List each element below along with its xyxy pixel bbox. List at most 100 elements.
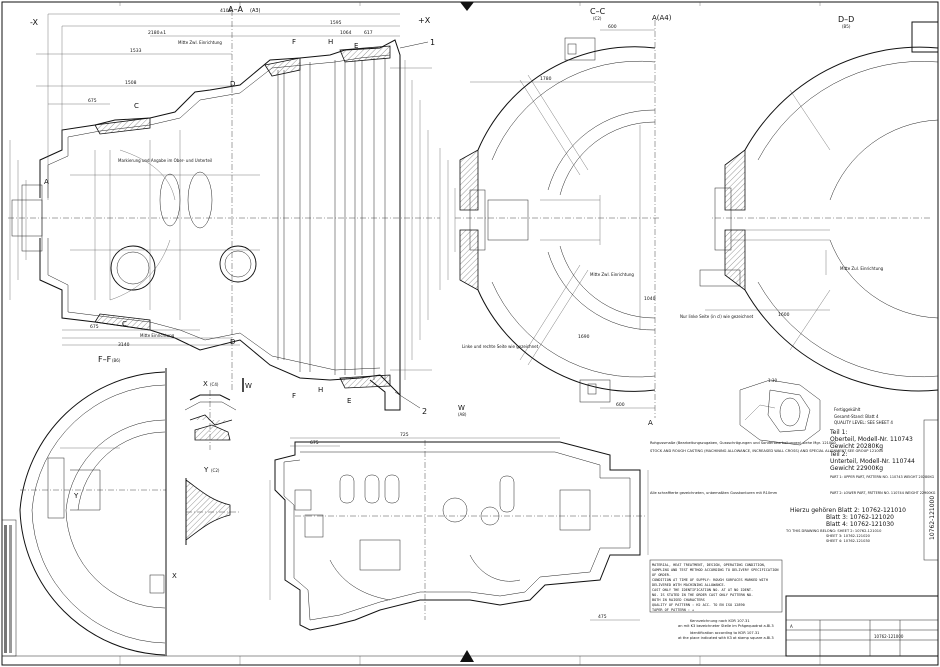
w-marker: W [245, 382, 252, 390]
svg-text:Fertiggekühlt: Fertiggekühlt [834, 407, 861, 412]
svg-text:TO THIS DRAWING BELONG: SHEET: TO THIS DRAWING BELONG: SHEET 2: 10762-1… [785, 529, 882, 533]
svg-text:E: E [354, 42, 358, 50]
top-center-mark [460, 2, 474, 11]
svg-text:600: 600 [608, 24, 617, 30]
svg-text:SHEET 4: 10762-121030: SHEET 4: 10762-121030 [826, 539, 871, 543]
svg-text:D: D [230, 338, 235, 346]
svg-text:Teil 1:: Teil 1: [829, 429, 847, 436]
svg-text:1690: 1690 [578, 334, 590, 340]
notes-block: Rohgussmaße (Bearbeitungszugaben, Gusssc… [650, 441, 884, 495]
svg-text:1:30: 1:30 [768, 378, 777, 383]
dimension-texts-aa: 4106 1595 1064 2180±1 1533 1508 675 617 … [88, 8, 373, 348]
svg-text:4106: 4106 [220, 8, 232, 14]
dimension-texts-cc: 600 1780 1690 600 1040 [540, 24, 656, 408]
svg-text:E: E [347, 397, 351, 405]
svg-text:QUALITY LEVEL: SEE SHEET 4: QUALITY LEVEL: SEE SHEET 4 [834, 420, 893, 425]
identification-notes: Kennzeichnung nach KOR 107.31 an mit K3 … [678, 619, 774, 640]
detail-y [185, 478, 240, 545]
y-sub: (C2) [211, 468, 220, 473]
svg-text:2180±1: 2180±1 [148, 30, 166, 36]
callout-1: 1 [430, 38, 435, 47]
detail-x [184, 390, 237, 450]
y-title: Y [203, 466, 209, 474]
dd-dim: 1600 [778, 312, 790, 318]
a-a-sub: (A3) [250, 8, 261, 14]
svg-text:Blatt 4: 10762-121030: Blatt 4: 10762-121030 [826, 521, 894, 528]
svg-text:675: 675 [90, 324, 99, 330]
svg-text:C: C [134, 102, 139, 110]
right-drawing-number: 10762-121000 [923, 419, 939, 561]
svg-text:at the place indicated with K3: at the place indicated with K3 at stamp … [678, 636, 774, 640]
title-block: 10762-121000 A [785, 595, 939, 657]
view-c-c [439, 20, 660, 418]
svg-text:SAMPLING AND TEST METHOD ACCOR: SAMPLING AND TEST METHOD ACCORDING TO DE… [652, 568, 778, 572]
view-a-a [8, 10, 440, 411]
svg-text:Kennzeichnung nach KOR 107.31: Kennzeichnung nach KOR 107.31 [690, 619, 750, 623]
svg-text:A(A4): A(A4) [652, 14, 672, 22]
svg-text:1595: 1595 [330, 20, 342, 26]
svg-text:600: 600 [616, 402, 625, 408]
svg-text:MATERIAL, HEAT TREATMENT, DESI: MATERIAL, HEAT TREATMENT, DESIGN, OPERAT… [652, 563, 766, 567]
svg-text:3140: 3140 [118, 342, 130, 348]
x-sub: (C4) [210, 382, 219, 387]
svg-text:475: 475 [598, 614, 607, 620]
svg-text:PART 2: LOWER PART, PATTERN NO: PART 2: LOWER PART, PATTERN NO. 110744 W… [830, 491, 936, 495]
note-mitte-zul: Mitte Zul. Einrichtung [840, 266, 884, 271]
svg-text:H: H [318, 386, 323, 394]
left-margin-text [4, 525, 12, 653]
svg-text:C: C [122, 320, 127, 328]
svg-text:Identification according to KO: Identification according to KOR 107.31 [690, 631, 759, 635]
svg-text:Gesamt-Stand: Blatt 4: Gesamt-Stand: Blatt 4 [834, 414, 879, 419]
c-c-sub: (C2) [593, 16, 602, 21]
note-mitte-zwl: Mitte Zwl. Einrichtung [178, 40, 222, 45]
bottom-center-mark [460, 650, 474, 662]
w-sub: (A8) [458, 412, 467, 417]
svg-text:A: A [790, 624, 793, 629]
border-ticks [119, 2, 821, 665]
part-info: Fertiggekühlt Gesamt-Stand: Blatt 4 QUAL… [785, 407, 936, 543]
section-letters: A C C D D E E F F H H W A(A4) A [44, 14, 672, 427]
svg-text:675: 675 [310, 440, 319, 446]
svg-text:Gewicht 20280Kg: Gewicht 20280Kg [830, 443, 883, 450]
svg-text:675: 675 [88, 98, 97, 104]
svg-text:STOCK AND ROUGH CASTING (MACHI: STOCK AND ROUGH CASTING (MACHINING ALLOW… [650, 449, 884, 453]
svg-text:Hierzu gehören Blatt 2: 10762-: Hierzu gehören Blatt 2: 10762-121010 [790, 507, 906, 514]
d-d-sub: (B5) [842, 24, 851, 29]
svg-text:A: A [44, 178, 49, 186]
note-nur-linke: Nur linke Seite (in cl) wie gezeichnet [680, 314, 754, 319]
svg-text:1040: 1040 [644, 296, 656, 302]
plus-x-label: +X [418, 16, 431, 25]
c-c-title: C–C [590, 7, 606, 16]
d-d-title: D–D [838, 15, 854, 24]
svg-text:A: A [648, 419, 653, 427]
svg-text:SHEET 3: 10762-121020: SHEET 3: 10762-121020 [826, 534, 871, 538]
svg-text:Rohgussmaße (Bearbeitungszugab: Rohgussmaße (Bearbeitungszugaben, Gusssc… [650, 441, 836, 445]
svg-text:F: F [292, 38, 296, 46]
plan-view [269, 437, 649, 631]
a-a-title: A–A [228, 5, 243, 14]
svg-text:NO. IS STATED IN THE ORDER CAS: NO. IS STATED IN THE ORDER CAST ONLY PAT… [652, 593, 753, 597]
svg-text:Unterteil, Modell-Nr. 110744: Unterteil, Modell-Nr. 110744 [830, 458, 915, 465]
note-mitte-zwl2: Mitte Zwl. Einrichtung [590, 272, 634, 277]
svg-text:F: F [292, 392, 296, 400]
view-f-f [19, 368, 167, 656]
f-f-title: F–F [98, 355, 112, 364]
svg-text:W: W [458, 404, 465, 412]
svg-text:10762-121000: 10762-121000 [929, 496, 936, 540]
svg-text:1508: 1508 [125, 80, 137, 86]
f-f-sub: (B6) [112, 358, 121, 363]
view-d-d [699, 21, 939, 392]
svg-text:CONDITION AT TIME OF SUPPLY: R: CONDITION AT TIME OF SUPPLY: ROUGH SURFA… [652, 578, 768, 582]
svg-text:OF ORDER.: OF ORDER. [652, 573, 671, 577]
svg-text:an mit K3 bezeichneter Stelle: an mit K3 bezeichneter Stelle im Prägequ… [678, 624, 774, 628]
svg-text:TAPER OF PATTERN : +: TAPER OF PATTERN : + [652, 608, 694, 612]
y-marker: Y [73, 492, 79, 500]
svg-text:D: D [230, 80, 235, 88]
minus-x-label: -X [30, 18, 38, 27]
svg-text:1064: 1064 [340, 30, 352, 36]
svg-text:Gewicht 22900Kg: Gewicht 22900Kg [830, 465, 883, 472]
svg-text:725: 725 [400, 432, 409, 438]
spec-box: MATERIAL, HEAT TREATMENT, DESIGN, OPERAT… [649, 559, 783, 613]
